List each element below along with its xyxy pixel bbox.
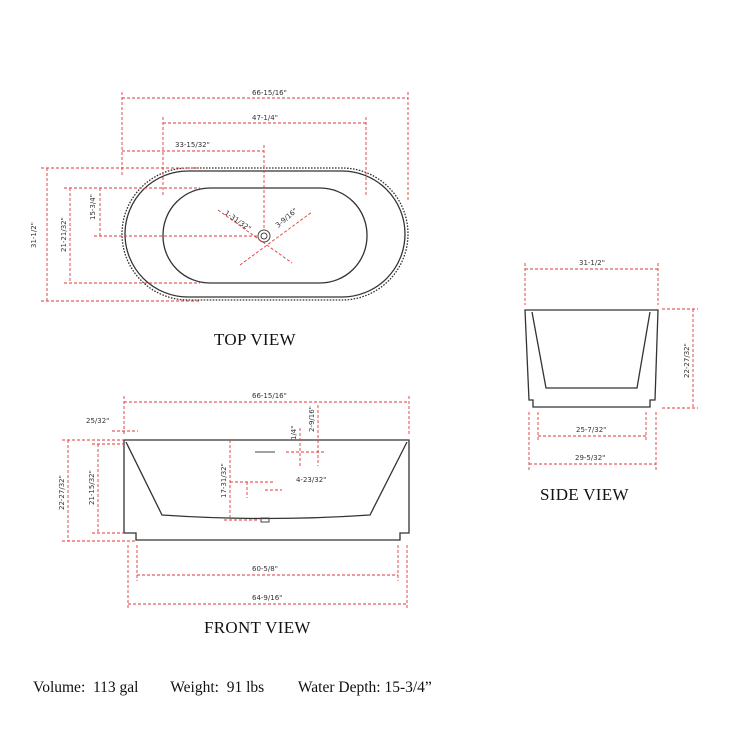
depth-value: 15-3/4” [384,679,432,696]
front-base-inner-label: 60-5/8" [252,565,278,573]
front-overall-height-label: 22-27/32" [58,475,66,510]
volume-value: 113 gal [93,679,139,696]
top-drain-offset-label: 33-15/32" [175,141,210,149]
top-view-outer-rim [121,167,409,301]
front-view-outline [123,439,410,541]
side-base-outer-label: 29-5/32" [575,454,605,462]
front-overflow-offset-label: 4-23/32" [296,476,326,484]
front-view-title: FRONT VIEW [204,618,311,637]
top-overall-length-label: 66-15/16" [252,89,287,97]
front-view-inner [125,441,408,520]
front-overflow-drop-label: 2-9/16" [308,406,316,432]
volume-label: Volume: [33,679,86,696]
weight-label: Weight: [170,679,219,696]
drain-outlet-icon [260,517,270,523]
top-view: 66-15/16" 47-1/4" 33-15/32" 31-1/2" 21-2… [30,89,409,349]
front-base-outer-label: 64-9/16" [252,594,282,602]
side-base-inner-label: 25-7/32" [576,426,606,434]
front-overall-length-label: 66-15/16" [252,392,287,400]
side-view-outline [524,309,659,408]
top-view-inner-basin [162,187,368,284]
top-inner-length-label: 47-1/4" [252,114,278,122]
drain-center-icon [260,232,268,240]
side-view-inner [531,311,651,389]
side-height-label: 22-27/32" [683,343,691,378]
drain-icon [257,229,271,243]
spec-summary: Volume: 113 gal Weight: 91 lbs Water Dep… [33,679,432,697]
top-view-title: TOP VIEW [214,330,297,349]
top-inner-width-label: 21-21/32" [60,217,68,252]
side-view-title: SIDE VIEW [540,485,629,504]
side-view: 31-1/2" 22-27/32" 25-7/32" 29-5/32" SIDE… [524,259,698,504]
front-view: 66-15/16" 25/32" 22-27/32" 21-15/32" 17-… [58,392,410,637]
top-view-rim-edge [124,170,406,298]
top-overall-width-label: 31-1/2" [30,222,38,248]
front-inner-height-label: 21-15/32" [88,470,96,505]
top-drain-dim-b-label: 3-9/16" [274,207,299,230]
top-half-width-label: 15-3/4" [89,194,97,220]
front-overflow-height-label: 17-31/32" [220,463,228,498]
side-top-width-label: 31-1/2" [579,259,605,267]
top-drain-dim-a-label: 1-31/32" [223,209,252,233]
front-rim-thickness-label: 25/32" [86,417,109,425]
depth-label: Water Depth: [297,679,381,696]
front-overflow-size-label: 1/4" [290,426,298,441]
weight-value: 91 lbs [226,679,265,696]
